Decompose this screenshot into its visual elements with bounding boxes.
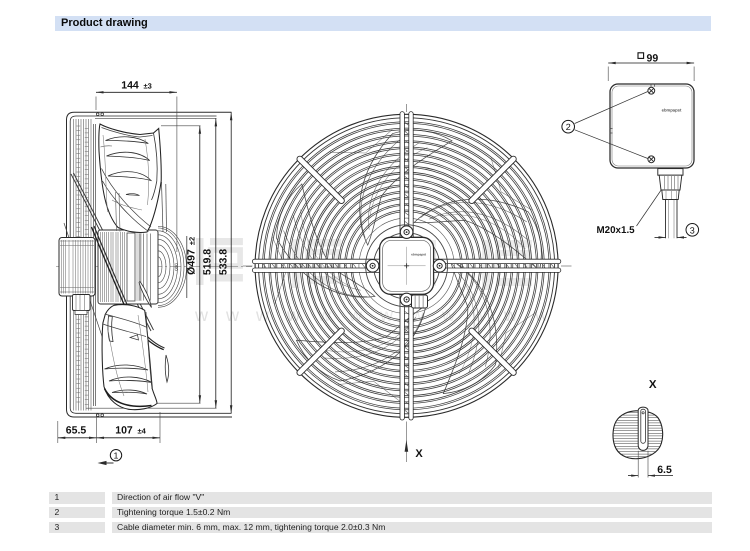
- svg-text:w: w: [194, 305, 209, 325]
- svg-text:w: w: [317, 305, 332, 325]
- svg-text:w: w: [255, 305, 270, 325]
- svg-text:519.8: 519.8: [202, 249, 214, 275]
- svg-text:000: 000: [174, 263, 179, 271]
- svg-text:±3: ±3: [144, 82, 152, 91]
- svg-text:Ø497: Ø497: [186, 249, 198, 275]
- svg-text:1: 1: [114, 451, 119, 461]
- svg-text:w: w: [441, 305, 456, 325]
- svg-text:6.5: 6.5: [657, 464, 672, 476]
- svg-text:2: 2: [566, 122, 571, 132]
- svg-text:±4: ±4: [138, 427, 147, 436]
- svg-text:144: 144: [121, 80, 139, 92]
- svg-text:3: 3: [690, 225, 695, 235]
- svg-text:65.5: 65.5: [66, 425, 87, 437]
- svg-text:w: w: [379, 305, 394, 325]
- svg-text:±2: ±2: [188, 237, 197, 245]
- svg-text:99: 99: [647, 52, 659, 64]
- svg-text:w: w: [225, 305, 240, 325]
- svg-text:w: w: [348, 305, 363, 325]
- svg-text:M20x1.5: M20x1.5: [597, 225, 636, 236]
- svg-text:X: X: [415, 448, 423, 460]
- svg-text:X: X: [649, 379, 657, 391]
- svg-text:w: w: [503, 305, 518, 325]
- svg-text:107: 107: [115, 425, 133, 437]
- svg-text:ebmpapst: ebmpapst: [662, 108, 682, 113]
- svg-text:ebmpapst: ebmpapst: [411, 252, 427, 256]
- svg-text:w: w: [534, 305, 549, 325]
- svg-text:533.8: 533.8: [218, 249, 230, 275]
